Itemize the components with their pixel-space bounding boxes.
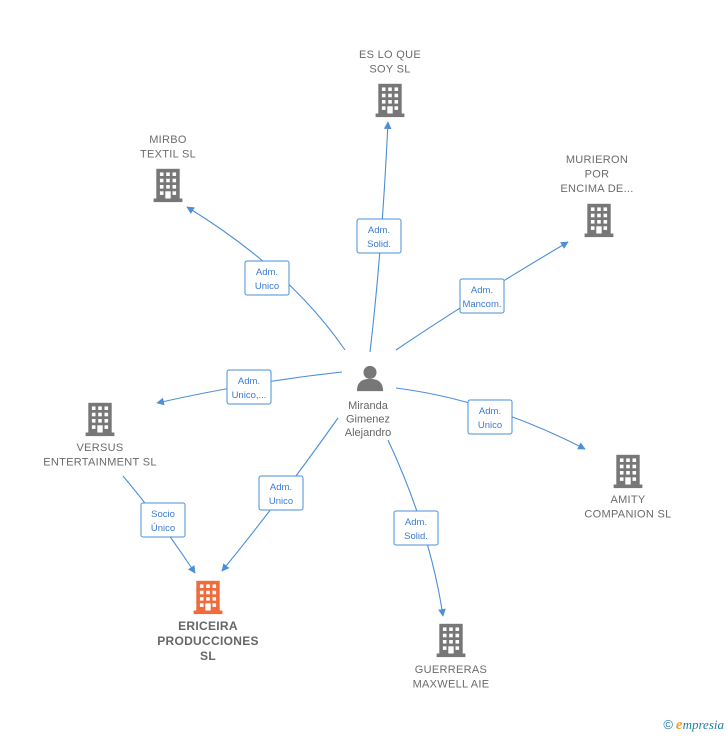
- edge-label-text: Adm.: [471, 285, 493, 296]
- building-icon: [584, 203, 614, 238]
- company-name-line: SL: [200, 649, 216, 663]
- company-name-line: MIRBO: [149, 134, 187, 146]
- company-node-murieron-por-encima[interactable]: MURIERON POR ENCIMA DE...: [560, 154, 633, 238]
- company-node-guerreras-maxwell[interactable]: GUERRERAS MAXWELL AIE: [413, 623, 490, 691]
- person-name-line: Alejandro: [345, 427, 391, 439]
- building-icon: [375, 83, 405, 118]
- edge-label-text: Solid.: [367, 239, 391, 250]
- edge-label-to-es-lo-que-soy[interactable]: Adm. Solid.: [356, 218, 402, 254]
- company-name-line: COMPANION SL: [584, 509, 671, 521]
- edge-label-text: Unico: [255, 281, 279, 292]
- edges-layer: [122, 121, 586, 617]
- edge-label-box: [226, 369, 272, 405]
- company-name-line: MAXWELL AIE: [413, 679, 490, 691]
- building-icon: [85, 402, 115, 437]
- edge-label-to-versus[interactable]: Adm. Unico,...: [226, 369, 272, 405]
- company-node-versus-entertainment[interactable]: VERSUS ENTERTAINMENT SL: [43, 402, 157, 469]
- company-name-line: ERICEIRA: [178, 619, 238, 633]
- person-icon: [356, 365, 384, 392]
- building-icon: [613, 454, 643, 489]
- edge-label-text: Unico: [269, 496, 293, 507]
- edge-label-box: [467, 399, 513, 435]
- edge-label-text: Adm.: [368, 225, 390, 236]
- footer-brand[interactable]: ©empresia: [663, 717, 724, 734]
- edge-label-to-ericeira[interactable]: Adm. Unico: [258, 475, 304, 511]
- edge-label-box: [393, 510, 439, 546]
- company-name-line: AMITY: [610, 494, 645, 506]
- edge-label-box: [140, 502, 186, 538]
- nodes-layer: ES LO QUE SOY SL MIRBO TEXTIL SL MURIERON POR…: [43, 49, 671, 691]
- edge-label-text: Adm.: [238, 376, 260, 387]
- brand-logo-initial: e: [675, 717, 683, 733]
- building-icon: [193, 580, 223, 615]
- edge-label-text: Unico,...: [232, 390, 267, 401]
- company-name-line: VERSUS: [76, 442, 123, 454]
- edge-label-text: Unico: [478, 420, 502, 431]
- copyright-symbol: ©: [663, 717, 673, 732]
- edge-label-text: Solid.: [404, 531, 428, 542]
- edge-label-to-mirbo[interactable]: Adm. Unico: [244, 260, 290, 296]
- company-name-line: TEXTIL SL: [140, 149, 196, 161]
- building-icon: [436, 623, 466, 658]
- person-name-line: Gimenez: [346, 414, 390, 426]
- edge-label-text: Mancom.: [462, 299, 501, 310]
- company-name-line: ES LO QUE: [359, 49, 421, 61]
- company-name-line: ENTERTAINMENT SL: [43, 457, 157, 469]
- person-name-line: Miranda: [348, 400, 389, 412]
- edge-label-box: [244, 260, 290, 296]
- brand-logo-name: mpresia: [682, 717, 724, 732]
- edge-label-to-amity[interactable]: Adm. Unico: [467, 399, 513, 435]
- edge-label-box: [459, 278, 505, 314]
- company-node-mirbo-textil[interactable]: MIRBO TEXTIL SL: [140, 134, 196, 203]
- company-name-line: ENCIMA DE...: [560, 183, 633, 195]
- company-name-line: PRODUCCIONES: [157, 634, 259, 648]
- company-name-line: MURIERON: [566, 154, 628, 166]
- edge-label-text: Único: [151, 523, 175, 534]
- edge-label-text: Adm.: [256, 267, 278, 278]
- company-node-es-lo-que-soy[interactable]: ES LO QUE SOY SL: [359, 49, 421, 118]
- edge-label-to-murieron[interactable]: Adm. Mancom.: [459, 278, 505, 314]
- company-name-line: SOY SL: [369, 64, 410, 76]
- company-name-line: GUERRERAS: [415, 664, 487, 676]
- edge-label-text: Adm.: [479, 406, 501, 417]
- edge-label-to-guerreras[interactable]: Adm. Solid.: [393, 510, 439, 546]
- edge-label-text: Adm.: [270, 482, 292, 493]
- building-icon: [153, 168, 183, 203]
- company-name-line: POR: [585, 169, 610, 181]
- edge-label-text: Socio: [151, 509, 175, 520]
- company-node-amity-companion[interactable]: AMITY COMPANION SL: [584, 454, 671, 521]
- edge-label-box: [356, 218, 402, 254]
- edge-label-box: [258, 475, 304, 511]
- edge-label-text: Adm.: [405, 517, 427, 528]
